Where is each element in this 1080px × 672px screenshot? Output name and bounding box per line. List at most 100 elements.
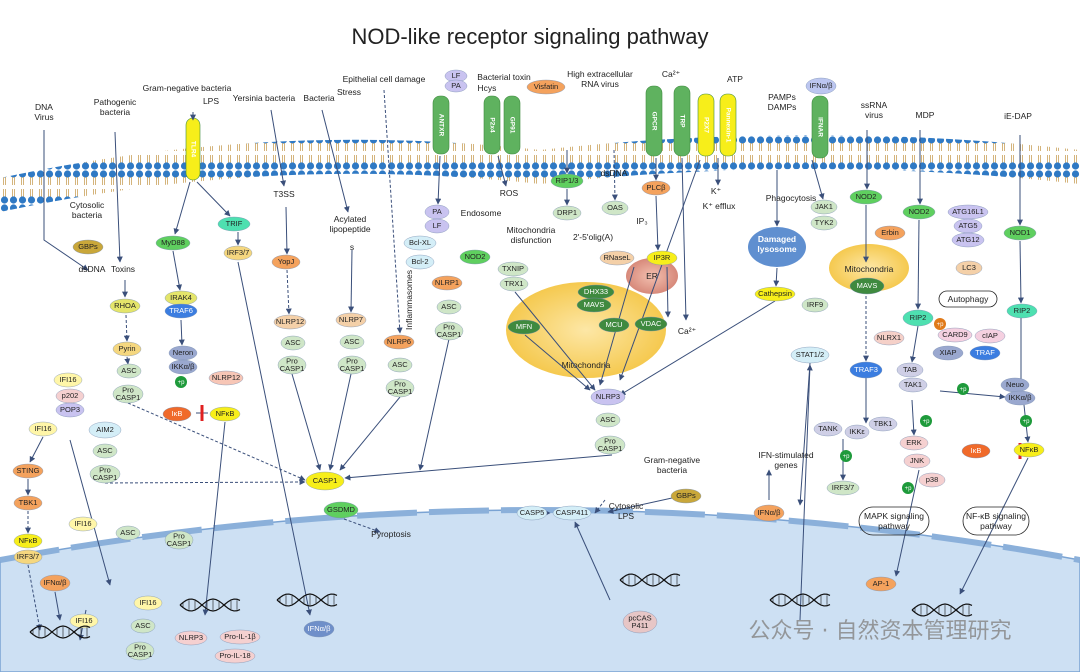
node-lc3-label: LC3 [962,263,976,272]
node-nlrp3n: NLRP3 [174,630,208,646]
edge-50 [418,338,450,471]
node-drp1-label: DRP1 [557,208,577,217]
node-txnip-label: TXNIP [502,264,524,273]
node-bclxl-label: Bcl-XL [409,238,431,247]
node-lf: LF [444,69,468,83]
node-erk: ERK [899,435,929,451]
label-ip3: IP₃ [636,216,648,226]
dna-helix-4 [769,593,831,607]
label-ca: Ca²⁺ [662,69,680,79]
node-tbk1b-label: TBK1 [874,419,893,428]
svg-text:TRP: TRP [678,115,685,129]
node-nlrp12-label: NLRP12 [276,317,304,326]
svg-text:P2x4: P2x4 [488,117,495,133]
node-nod2b-label: NOD2 [856,192,877,201]
node-ikkab2-label: IKKα/β [1009,393,1033,402]
node-asc3-label: ASC [344,337,360,346]
node-tak1-label: TAK1 [904,380,922,389]
node-xiap: XIAP [932,345,964,361]
node-neron: Neron [168,345,198,361]
edge-45 [894,469,920,577]
node-erk-label: ERK [906,438,921,447]
edge-14 [285,269,292,315]
node-rip2b: RIP2 [1006,303,1038,319]
cell-membrane [0,135,1080,212]
node-cathepsin-label: Cathepsin [758,289,792,298]
node-irf37b-label: IRF3/7 [832,483,855,492]
node-nfkb3: NFκB [13,533,43,549]
node-proil18-label: Pro-IL-18 [219,651,250,660]
receptor-p2x4: P2x4 [483,95,501,155]
edge-7 [196,181,231,217]
node-txnip: TXNIP [497,261,529,277]
edge-3 [123,314,130,342]
mitochondria-right [829,244,909,292]
edge-25 [664,266,671,318]
node-stat12-label: STAT1/2 [796,350,824,359]
edge-73 [574,521,611,601]
node-ifi16c: IFI16 [68,516,98,532]
node-ifi16e-label: IFI16 [139,598,156,607]
node-atg12: ATG12 [951,232,985,248]
node-ifnab_top: IFNα/β [805,77,837,95]
node-rhoa-label: RHOA [114,301,136,310]
receptor-gpcr: GPCR [645,85,663,157]
node-pyrin: Pyrin [112,341,142,357]
node-asc1: ASC [116,363,142,379]
node-jak1: JAK1 [810,199,838,215]
edge-55 [104,479,306,486]
node-nlrp12b-label: NLRP12 [212,373,240,382]
node-atg5-label: ATG5 [958,221,977,230]
node-ikb2-label: IκB [971,446,982,455]
node-rip2b-label: RIP2 [1014,306,1031,315]
svg-text:+p: +p [923,419,931,425]
node-tbk1-label: TBK1 [19,498,38,507]
edge-15 [348,249,355,313]
node-tyk2: TYK2 [810,215,838,231]
node-nod1: NOD1 [1003,225,1037,241]
edge-27 [811,159,825,200]
node-atg16l1-label: ATG16L1 [952,207,984,216]
mitochondria-right-label: Mitochondria [845,264,894,274]
svg-text:+p: +p [1023,419,1031,425]
edge-59 [607,497,673,514]
node-irak4: IRAK4 [164,290,198,306]
edge-16 [383,89,403,334]
edge-29 [773,267,780,287]
edge-48 [619,159,701,381]
node-irf9-label: IRF9 [807,300,823,309]
node-asc7-label: ASC [97,446,113,455]
node-mcu: MCU [598,317,630,333]
node-rnasel-label: RNaseL [603,253,630,262]
node-nod2a: NOD2 [459,249,491,265]
node-mavs2-label: MAVS [857,281,878,290]
node-aim2-label: AIM2 [96,425,114,434]
label-yersinia: Yersinia bacteria [233,93,296,103]
node-asc5: ASC [436,299,462,315]
node-nlrp6: NLRP6 [383,334,415,350]
label-ca_mito: Ca²⁺ [678,326,696,336]
edge-8 [172,250,182,291]
node-asc7: ASC [92,443,118,459]
node-jnk: JNK [903,453,931,469]
svg-text:+p: +p [960,387,968,393]
node-plcb-label: PLCβ [647,183,667,192]
node-traf-label: TRAF [975,348,995,357]
node-trx1-label: TRX1 [504,279,523,288]
node-nfkb2: NFκB [1013,442,1045,458]
watermark: 公众号 · 自然资本管理研究 [749,619,1012,644]
node-vdac: VDAC [634,316,668,332]
node-bclxl: Bcl-XL [403,235,437,251]
